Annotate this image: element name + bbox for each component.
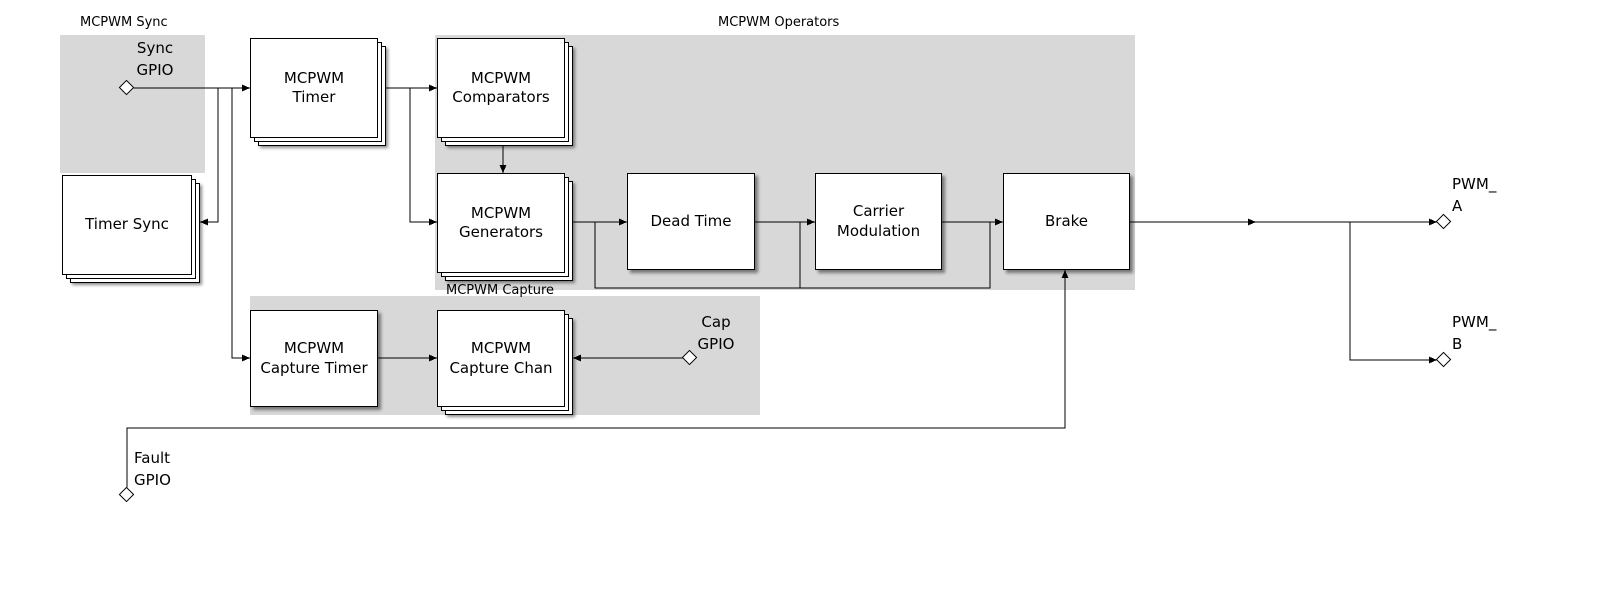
- port-label-pwm-a: PWM_ A: [1452, 175, 1497, 215]
- pwm-b-diamond-icon: [1435, 351, 1452, 368]
- block-label-mcpwm-generators: MCPWM Generators: [437, 173, 565, 273]
- fault-gpio-diamond-icon: [118, 486, 135, 503]
- port-label-sync-gpio: Sync GPIO: [136, 39, 174, 79]
- block-dead-time: Dead Time: [627, 173, 755, 270]
- block-carrier-modulation: Carrier Modulation: [815, 173, 942, 270]
- arrowhead: [242, 354, 250, 362]
- block-label-timer-sync: Timer Sync: [62, 175, 192, 275]
- edge-timer-to-generators: [409, 88, 437, 223]
- block-mcpwm-timer: MCPWM Timer: [250, 38, 386, 146]
- block-brake: Brake: [1003, 173, 1130, 270]
- port-label-cap-gpio: Cap GPIO: [697, 313, 735, 353]
- arrowhead: [200, 218, 208, 226]
- block-label-mcpwm-timer: MCPWM Timer: [250, 38, 378, 138]
- edge-sync-to-capture-timer: [231, 88, 250, 359]
- block-label-mcpwm-capture-chan: MCPWM Capture Chan: [437, 310, 565, 407]
- region-mcpwm-sync: [60, 35, 205, 173]
- block-mcpwm-capture-chan: MCPWM Capture Chan: [437, 310, 573, 415]
- region-label-mcpwm-operators: MCPWM Operators: [718, 15, 840, 30]
- arrowhead: [1248, 218, 1256, 226]
- block-label-brake: Brake: [1003, 173, 1130, 270]
- arrowhead: [242, 84, 250, 92]
- block-mcpwm-comparators: MCPWM Comparators: [437, 38, 573, 146]
- block-mcpwm-generators: MCPWM Generators: [437, 173, 573, 281]
- port-label-fault-gpio: Fault GPIO: [134, 449, 171, 489]
- block-label-dead-time: Dead Time: [627, 173, 755, 270]
- edge-split-to-pwm-b: [1349, 222, 1437, 361]
- region-label-mcpwm-capture: MCPWM Capture: [446, 283, 555, 298]
- block-label-carrier-modulation: Carrier Modulation: [815, 173, 942, 270]
- pwm-a-diamond-icon: [1435, 213, 1452, 230]
- block-label-mcpwm-capture-timer: MCPWM Capture Timer: [250, 310, 378, 407]
- block-mcpwm-capture-timer: MCPWM Capture Timer: [250, 310, 378, 407]
- port-label-pwm-b: PWM_ B: [1452, 313, 1497, 353]
- block-label-mcpwm-comparators: MCPWM Comparators: [437, 38, 565, 138]
- block-timer-sync: Timer Sync: [62, 175, 200, 283]
- region-label-mcpwm-sync: MCPWM Sync: [80, 15, 168, 30]
